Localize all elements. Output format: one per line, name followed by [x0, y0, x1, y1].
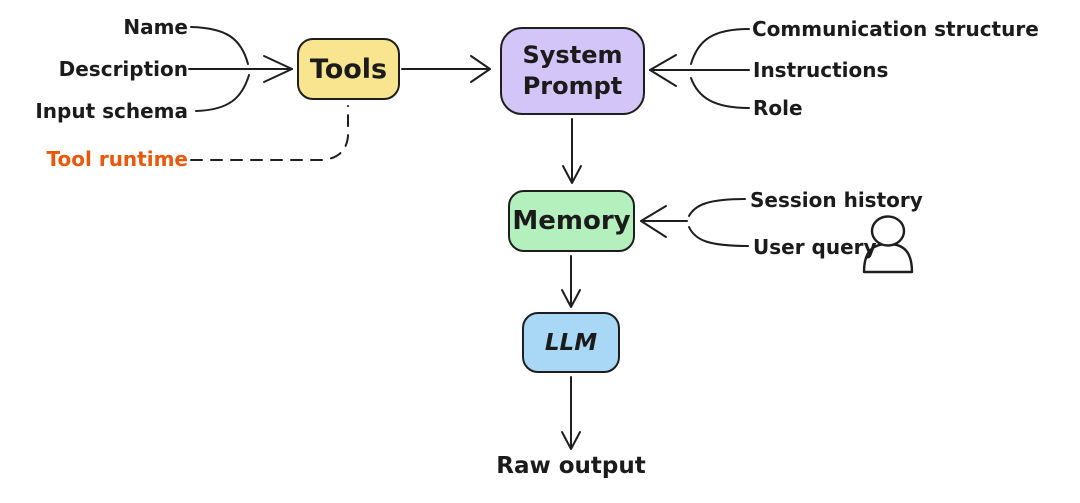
label-role: Role — [753, 96, 803, 120]
label-description: Description — [58, 57, 188, 81]
memory-inputs-brace — [640, 198, 749, 247]
label-instructions: Instructions — [753, 58, 889, 82]
label-name: Name — [123, 15, 188, 39]
user-icon — [862, 215, 914, 274]
llm-to-output-arrow — [561, 376, 581, 450]
tool-runtime-connector — [190, 105, 349, 161]
label-raw-output: Raw output — [496, 453, 646, 479]
label-session-history: Session history — [750, 188, 923, 212]
label-tool-runtime: Tool runtime — [46, 147, 188, 171]
label-input-schema: Input schema — [35, 99, 188, 123]
label-user-query: User query — [753, 235, 877, 259]
tools-to-system-prompt-arrow — [401, 55, 491, 83]
label-communication-structure: Communication structure — [752, 17, 1039, 41]
memory-node: Memory — [508, 190, 635, 252]
memory-to-llm-arrow — [561, 255, 581, 308]
tools-inputs-brace — [188, 26, 293, 112]
system-prompt-to-memory-arrow — [562, 118, 582, 184]
system-prompt-inputs-brace — [649, 28, 750, 109]
tools-node: Tools — [297, 38, 400, 100]
llm-node: LLM — [522, 312, 620, 373]
system-prompt-node: System Prompt — [500, 27, 645, 115]
